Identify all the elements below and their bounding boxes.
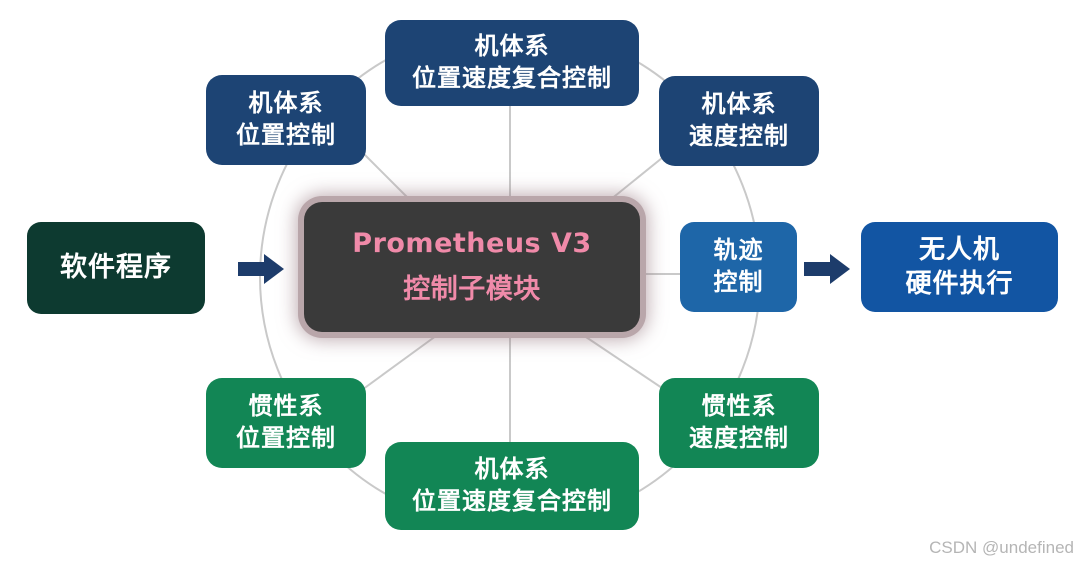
software-label: 软件程序: [60, 252, 172, 284]
center-title: Prometheus V3: [352, 228, 592, 260]
spoke-bottom-right: [579, 332, 666, 391]
node-line2: 速度控制: [689, 122, 789, 150]
spoke-top-right: [609, 157, 663, 201]
watermark: CSDN @undefined: [929, 538, 1074, 557]
node-line1: 惯性系: [701, 392, 777, 421]
node-body-frame-position: 机体系 位置控制: [206, 75, 366, 165]
arrow-right-icon: [804, 254, 850, 284]
node-line2: 位置控制: [236, 121, 336, 149]
node-inertial-frame-position: 惯性系 位置控制: [206, 378, 366, 468]
node-line1: 惯性系: [248, 392, 324, 421]
arrow-right-icon: [238, 254, 284, 284]
node-line1: 机体系: [248, 89, 324, 118]
node-line1: 机体系: [701, 90, 777, 119]
hardware-line2: 硬件执行: [905, 269, 1014, 299]
node-line2: 位置速度复合控制: [412, 487, 612, 515]
node-line1: 机体系: [474, 455, 550, 484]
center-subtitle: 控制子模块: [403, 274, 541, 305]
trajectory-control-box: 轨迹 控制: [680, 222, 797, 312]
node-inertial-frame-velocity: 惯性系 速度控制: [659, 378, 819, 468]
node-line2: 速度控制: [689, 424, 789, 452]
trajectory-line2: 控制: [713, 268, 764, 296]
software-program-box: 软件程序: [27, 222, 205, 314]
hardware-line1: 无人机: [918, 234, 1000, 265]
center-control-module: Prometheus V3 控制子模块: [304, 202, 640, 332]
uav-hardware-execution-box: 无人机 硬件执行: [861, 222, 1058, 312]
node-line1: 机体系: [474, 32, 550, 61]
node-body-frame-velocity: 机体系 速度控制: [659, 76, 819, 166]
node-body-frame-position-velocity-top: 机体系 位置速度复合控制: [385, 20, 639, 106]
trajectory-line1: 轨迹: [713, 236, 764, 265]
node-body-frame-position-velocity-bottom: 机体系 位置速度复合控制: [385, 442, 639, 530]
node-line2: 位置速度复合控制: [412, 64, 612, 92]
node-line2: 位置控制: [236, 424, 336, 452]
spoke-top-left: [359, 149, 411, 201]
spoke-bottom-left: [354, 332, 441, 396]
